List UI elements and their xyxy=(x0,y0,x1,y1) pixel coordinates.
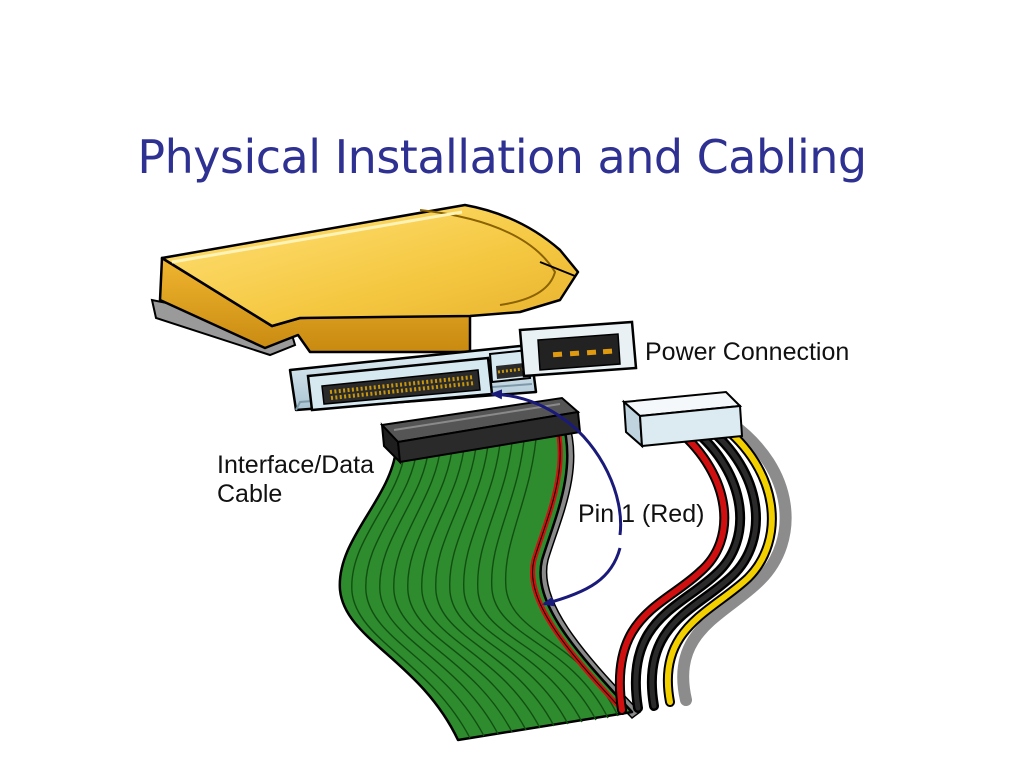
drive-power-connector xyxy=(518,320,638,378)
pin1-arrow xyxy=(490,389,623,607)
molex-power-plug xyxy=(621,390,744,449)
slide-title: Physical Installation and Cabling xyxy=(137,130,867,184)
hard-drive xyxy=(150,203,580,357)
interface-data-label-line2: Cable xyxy=(217,480,282,508)
interface-data-label-line1: Interface/Data xyxy=(217,451,374,479)
drive-ide-connector xyxy=(306,348,532,412)
power-connection-label: Power Connection xyxy=(645,338,849,366)
pin1-label: Pin 1 (Red) xyxy=(578,500,704,528)
ide-ribbon-cable xyxy=(338,418,642,742)
power-cable xyxy=(614,418,792,715)
